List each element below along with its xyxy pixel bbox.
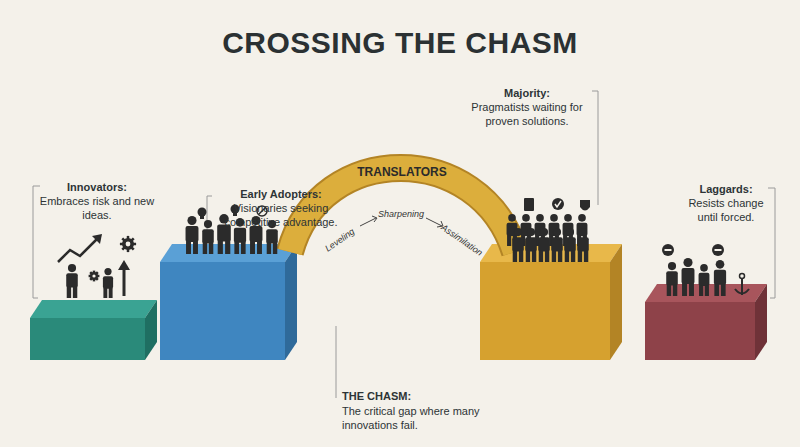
block-side (285, 244, 297, 360)
stage-callout: Majority:Pragmatists waiting for proven … (460, 86, 594, 128)
innovators-block (30, 318, 145, 360)
stage-description: Pragmatists waiting for proven solutions… (460, 100, 594, 128)
stage-callout: Innovators:Embraces risk and new ideas. (38, 180, 156, 222)
stage-description: Embraces risk and new ideas. (38, 194, 156, 222)
block-side (610, 244, 622, 360)
block-side (755, 284, 767, 360)
stage-callout: Laggards:Resists change until forced. (680, 182, 772, 224)
majority-block (480, 262, 610, 360)
stage-name: Innovators: (38, 180, 156, 194)
diagram-title: CROSSING THE CHASM (0, 26, 800, 60)
block-side (145, 300, 157, 360)
stage-name: Early Adopters: (210, 187, 352, 201)
people-figures (58, 198, 749, 298)
stage-name: Majority: (460, 86, 594, 100)
chasm-note: The critical gap where many innovations … (342, 404, 482, 432)
leader-lines (33, 91, 775, 398)
bridge-label: TRANSLATORS (357, 165, 447, 179)
stage-description: Visionaries seeking competitive advantag… (210, 201, 352, 229)
stage-description: Resists change until forced. (680, 196, 772, 224)
stage-name: Laggards: (680, 182, 772, 196)
process-step: Assimilation (439, 222, 484, 258)
block-top (645, 284, 767, 302)
chasm-note: THE CHASM: (342, 390, 411, 402)
process-step: Sharpening (378, 209, 424, 219)
laggards-block (645, 302, 755, 360)
stage-callout: Early Adopters:Visionaries seeking compe… (210, 187, 352, 229)
early-adopters-block (160, 262, 285, 360)
block-top (30, 300, 157, 318)
process-step: Leveling (323, 226, 356, 253)
